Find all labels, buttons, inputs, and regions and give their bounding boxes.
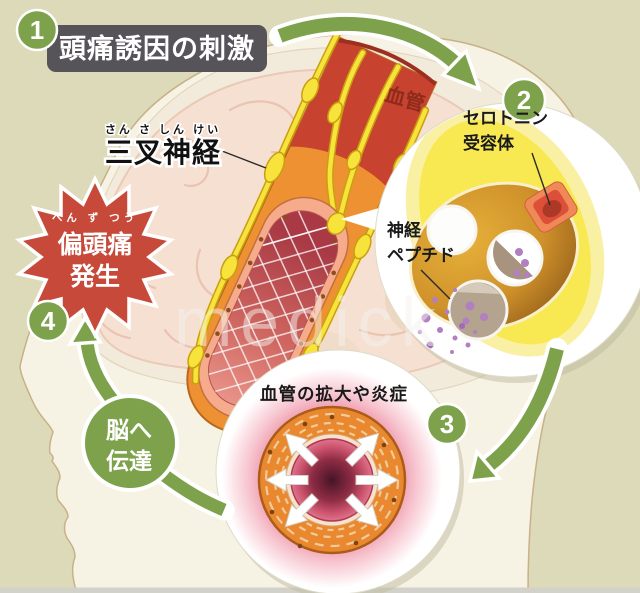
dilation-label: 血管の拡大や炎症: [260, 384, 408, 404]
step2-badge: [501, 77, 547, 123]
neuropeptide-label-line1: 神経: [387, 220, 422, 240]
dilation-circle: [215, 349, 464, 593]
serotonin-label-line2: 受容体: [463, 133, 515, 153]
trigeminal-label: 三叉神経: [105, 136, 221, 168]
serotonin-label-line1: セロトニン: [463, 109, 548, 128]
step4-badge: [26, 299, 70, 343]
to-brain-label-line1: 脳へ: [106, 417, 152, 443]
pointer-lines: [221, 150, 551, 300]
vessel-crimson-section: [289, 37, 437, 188]
step4-number: 4: [41, 306, 56, 336]
step2-number: 2: [517, 85, 531, 115]
synaptic-vesicles: [426, 204, 544, 341]
neuropeptide-label-line2: ペプチド: [387, 245, 455, 265]
migraine-label-line2: 発生: [69, 263, 120, 291]
arrow-step2-to-step3: [467, 338, 568, 483]
nerve-ganglion: [326, 212, 347, 235]
serotonin-receptor: [524, 181, 578, 233]
vessel-crosshatch: [196, 199, 350, 419]
title-box: [47, 25, 267, 72]
watermark: medick: [174, 283, 444, 361]
step1-title: 頭痛誘因の刺激: [59, 33, 255, 64]
step3-number: 3: [440, 409, 454, 439]
step3-badge: [425, 402, 469, 446]
to-brain-group: [66, 314, 235, 521]
step1-badge: [15, 8, 59, 52]
step1-number: 1: [30, 15, 44, 45]
arrow-step1-to-step2: [269, 12, 482, 92]
to-brain-label-line2: 伝達: [106, 448, 152, 474]
neuropeptide-dots: [417, 288, 477, 354]
migraine-label-line1: 偏頭痛: [57, 230, 132, 259]
trigeminal-ruby: さん さ しん けい: [105, 123, 221, 136]
migraine-ruby: へん ず つう: [52, 211, 138, 224]
to-brain-circle: [81, 394, 179, 492]
migraine-starburst: [14, 174, 176, 340]
step-badges: [15, 8, 547, 446]
nerve-ending-circle: [341, 102, 640, 383]
